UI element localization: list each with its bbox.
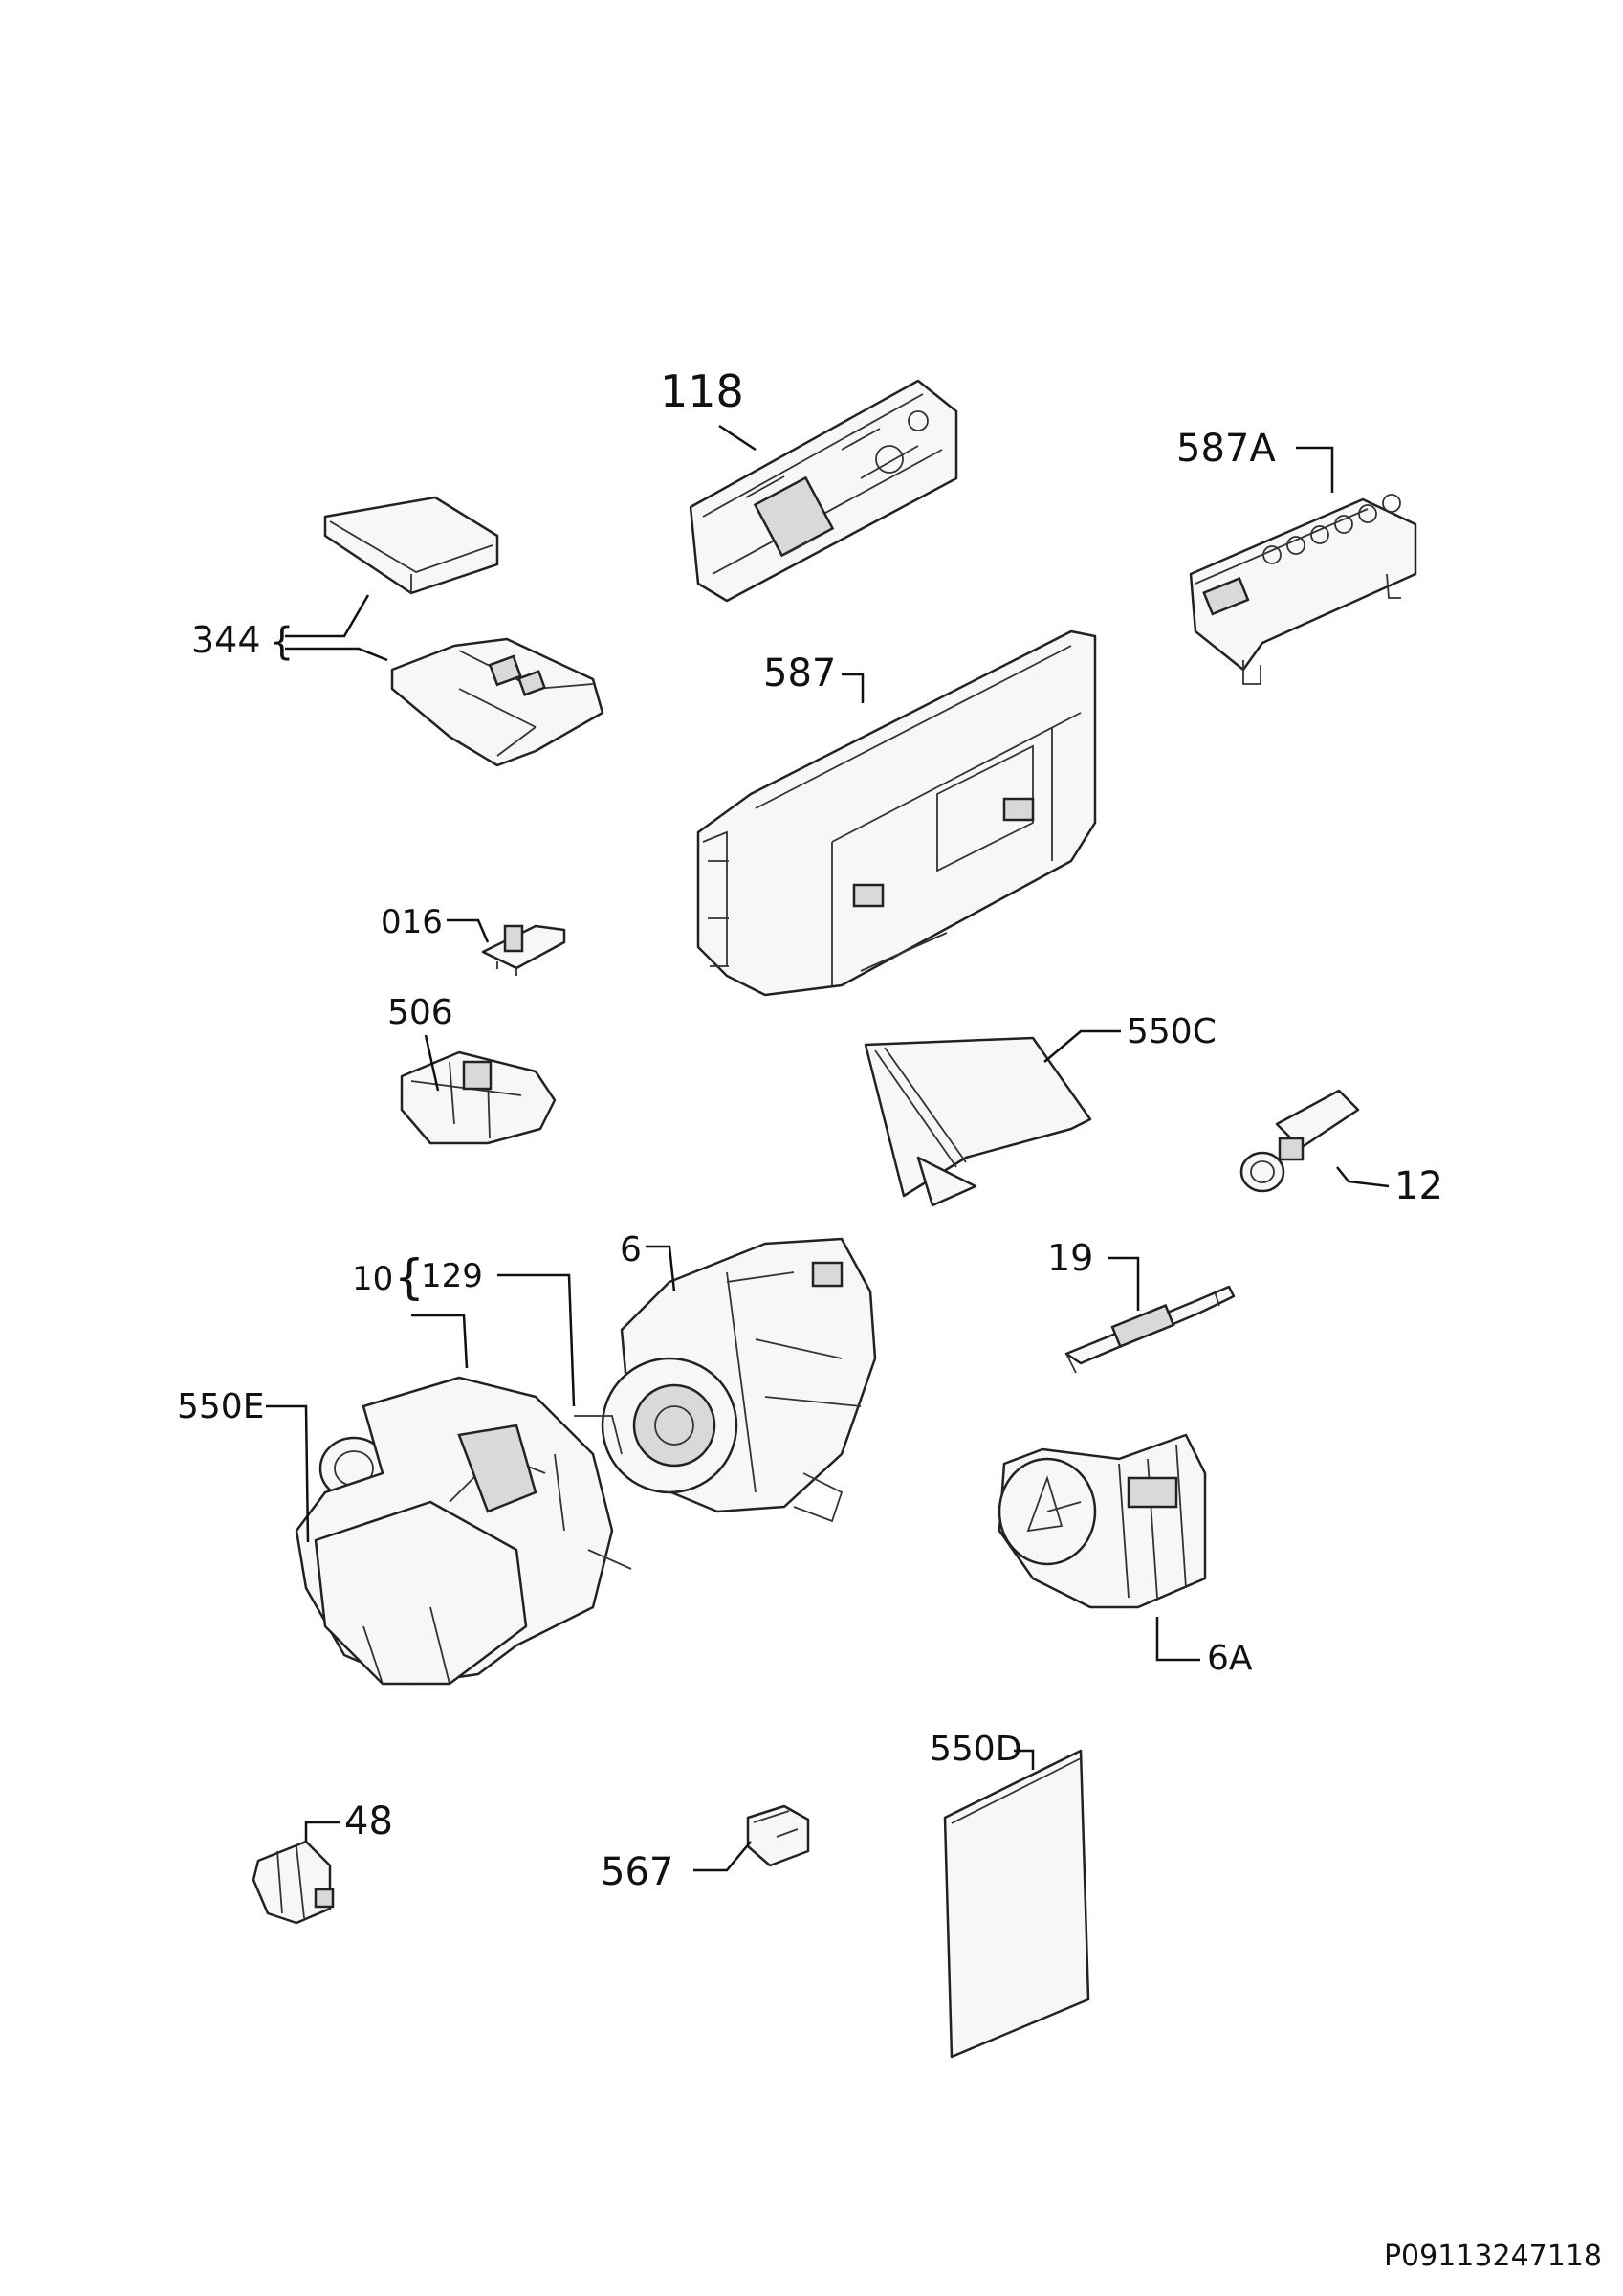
label-587A: 587A [1176, 427, 1276, 471]
leader-587 [842, 673, 865, 703]
part-6A-drain-pump [998, 1433, 1207, 1609]
label-129: 129 [421, 1257, 483, 1295]
diagram-reference-code: P09113247118 [1383, 2240, 1602, 2273]
label-587: 587 [763, 651, 836, 695]
label-567: 567 [601, 1850, 673, 1894]
part-506-door-lock [400, 1050, 557, 1145]
label-506: 506 [387, 993, 453, 1032]
part-118-control-board [689, 379, 958, 603]
label-12: 12 [1394, 1164, 1443, 1208]
label-016: 016 [381, 903, 443, 941]
part-344-connector-bracket [390, 637, 604, 767]
brace-10: { [394, 1249, 425, 1305]
label-19: 19 [1047, 1237, 1093, 1279]
label-6A: 6A [1207, 1639, 1253, 1678]
part-12-sensor [1239, 1089, 1360, 1193]
part-587A-button-panel [1189, 494, 1417, 685]
leader-344-lower [285, 647, 388, 662]
leader-550E [266, 1404, 310, 1543]
part-016-switch [481, 924, 566, 976]
leader-48 [304, 1821, 340, 1842]
leader-19 [1108, 1256, 1140, 1311]
part-567-connector [746, 1804, 810, 1867]
label-48: 48 [344, 1799, 393, 1843]
part-550C-cover [864, 1036, 1092, 1207]
leader-587A [1296, 446, 1334, 493]
part-550D-document [943, 1749, 1090, 2059]
label-550D: 550D [930, 1730, 1021, 1769]
leader-344-upper [285, 594, 370, 638]
label-6: 6 [620, 1230, 642, 1269]
label-10: 10 [352, 1260, 393, 1298]
part-344-cover [323, 496, 499, 595]
leader-10 [411, 1314, 469, 1369]
leader-506 [424, 1034, 440, 1092]
leader-6 [646, 1245, 676, 1292]
label-550E: 550E [177, 1387, 264, 1426]
leader-118 [718, 424, 757, 452]
leader-550D [1014, 1749, 1035, 1770]
part-587-electronic-module [696, 629, 1097, 997]
part-19-sensor-strip [1064, 1285, 1236, 1374]
part-550E-sump-housing [295, 1376, 632, 1686]
leader-6A [1155, 1617, 1200, 1662]
brace-344: { [270, 620, 294, 664]
part-48-valve [252, 1840, 335, 1925]
label-118: 118 [660, 365, 744, 417]
label-344: 344 [191, 619, 261, 661]
leader-12 [1336, 1166, 1390, 1188]
part-6-circulation-pump [601, 1237, 877, 1523]
label-550C: 550C [1127, 1012, 1217, 1051]
leader-129 [497, 1273, 576, 1407]
leader-016 [447, 918, 490, 943]
leader-567 [693, 1841, 752, 1872]
leader-550C [1043, 1029, 1121, 1063]
